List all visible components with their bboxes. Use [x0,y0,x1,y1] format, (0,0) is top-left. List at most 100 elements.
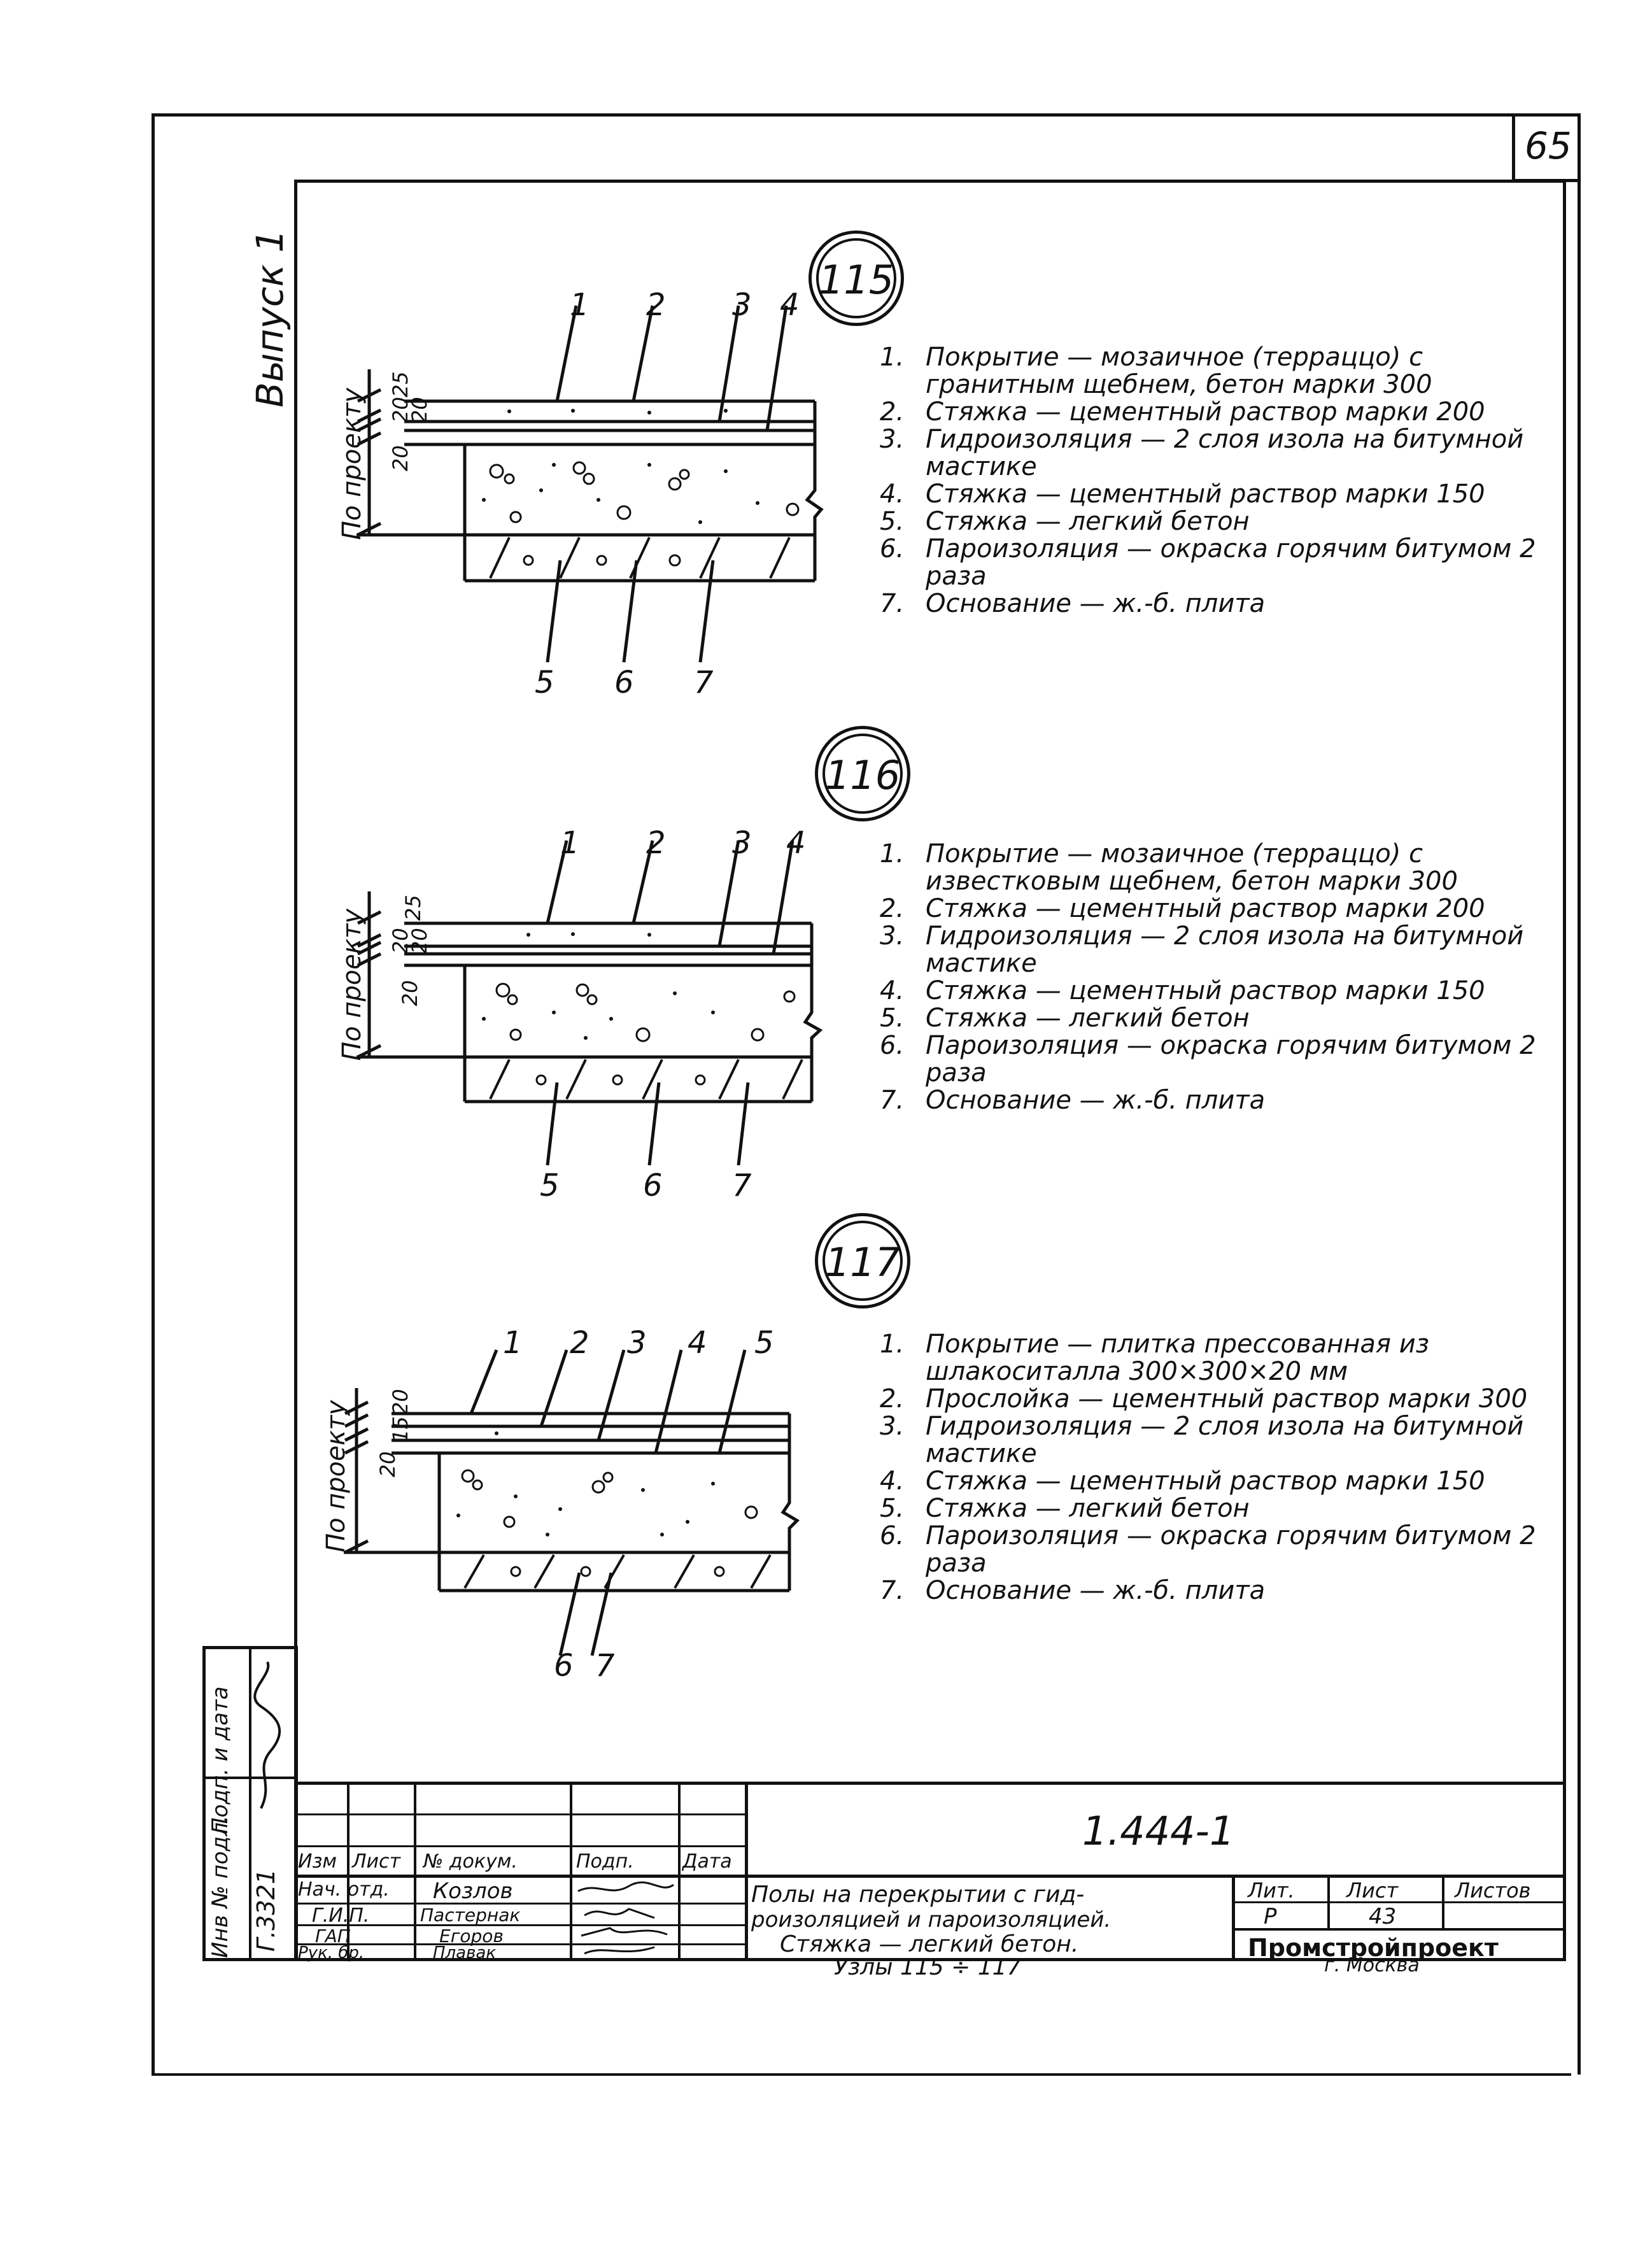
tb-lit-value: Р [1264,1904,1277,1929]
tb-signer-role: ГАП [315,1926,351,1947]
side-stamp [202,1646,298,1961]
detail-115-callout-2: 2 [646,287,666,323]
tb-org-line1: Промстройпроект [1248,1934,1499,1962]
legend-item: 6.Пароизоляция — окраска горячим битумом… [880,1031,1536,1088]
legend-item: 6.Пароизоляция — окраска горячим битумом… [880,1521,1536,1578]
tb-col-date: Дата [682,1850,732,1873]
tb-col-izm: Изм [298,1850,337,1873]
side-stamp-inv-label: Инв № подл. [208,1815,233,1958]
legend-item: 7.Основание — ж.-б. плита [880,1576,1266,1605]
detail-115-thickness-label: По проекту [337,387,367,540]
detail-117-dim-2: 15 [388,1416,413,1442]
detail-115-marker: 115 [808,231,904,326]
detail-116-callout-7: 7 [732,1168,752,1203]
detail-115-callout-4: 4 [780,287,800,323]
tb-col-doc: № докум. [423,1850,518,1873]
tb-title-line1: Полы на перекрытии с гид- [751,1882,1085,1908]
legend-item: 4.Стяжка — цементный раствор марки 150 [880,976,1485,1005]
detail-116-callout-4: 4 [786,825,806,861]
tb-designation: 1.444-1 [1082,1808,1235,1854]
tb-signer-role: Нач. отд. [298,1878,390,1901]
detail-116-number: 116 [824,752,901,798]
detail-117-callout-1: 1 [503,1325,523,1361]
crop-line-bottom [152,2073,1571,2076]
tb-vline [1442,1875,1444,1929]
legend-item: 3.Гидроизоляция — 2 слоя изола на битумн… [880,1412,1524,1468]
detail-115-section [357,305,824,663]
detail-117-marker: 117 [815,1213,910,1309]
tb-title-line2: роизоляцией и пароизоляцией. [751,1907,1112,1933]
tb-vline [347,1782,349,1961]
detail-115-callout-7: 7 [694,665,714,700]
legend-item: 1.Покрытие — мозаичное (терраццо) с гран… [880,343,1432,399]
legend-item: 2.Стяжка — цементный раствор марки 200 [880,894,1485,923]
tb-hline [294,1903,746,1905]
detail-116-dim-3: 20 [407,928,432,954]
detail-116-callout-1: 1 [560,825,580,861]
crop-line-left [152,113,155,2075]
tb-hline [294,1924,746,1926]
legend-item: 7.Основание — ж.-б. плита [880,589,1266,618]
detail-117-callout-7: 7 [595,1648,615,1684]
tb-sheet-value: 43 [1369,1904,1397,1929]
detail-115-legend: 1.Покрытие — мозаичное (терраццо) с гран… [880,344,1548,618]
detail-115-callout-1: 1 [570,287,589,323]
tb-vline [1327,1875,1330,1929]
detail-116-dim-4: 20 [398,980,422,1006]
side-stamp-divider [249,1649,251,1958]
detail-116-callout-5: 5 [540,1168,560,1203]
detail-117-callout-2: 2 [570,1325,589,1361]
legend-item: 4.Стяжка — цементный раствор марки 150 [880,479,1485,509]
detail-116-callout-6: 6 [643,1168,663,1203]
legend-item: 5.Стяжка — легкий бетон [880,507,1250,536]
side-stamp-inv-value: Г.3321 [252,1869,280,1952]
detail-117-callout-6: 6 [554,1648,574,1684]
detail-117-dim-3: 20 [376,1451,400,1477]
page-number: 65 [1525,124,1572,167]
legend-item: 5.Стяжка — легкий бетон [880,1004,1250,1033]
detail-117-legend: 1.Покрытие — плитка прессованная из шлак… [880,1331,1548,1605]
tb-lit-label: Лит. [1248,1878,1295,1903]
tb-hline [294,1845,746,1847]
tb-vline [570,1782,572,1961]
tb-hline [294,1875,746,1878]
detail-115-callout-6: 6 [614,665,634,700]
detail-115-dim-4: 20 [388,445,413,471]
tb-sheet-label: Лист [1346,1878,1399,1903]
crop-line-top [152,113,1581,117]
title-block [294,1782,1566,1961]
detail-116-callout-2: 2 [646,825,666,861]
detail-117-callout-4: 4 [688,1325,707,1361]
tb-title-line4: Узлы 115 ÷ 117 [834,1954,1022,1980]
vypusk-label: Выпуск 1 [248,229,292,408]
tb-hline [745,1875,1566,1878]
tb-hline [1232,1901,1566,1903]
detail-117-section [344,1349,800,1656]
tb-signer-name: Плавак [433,1943,497,1962]
detail-117-callout-3: 3 [627,1325,647,1361]
detail-115-callout-5: 5 [535,665,554,700]
detail-116-dim-1: 25 [401,895,425,921]
tb-vline [678,1782,681,1961]
detail-117-number: 117 [824,1239,901,1286]
legend-item: 6.Пароизоляция — окраска горячим битумом… [880,534,1536,591]
tb-hline [294,1813,746,1815]
tb-sheets-label: Листов [1455,1878,1531,1903]
detail-116-callout-3: 3 [732,825,752,861]
tb-hline [294,1943,746,1945]
detail-116-section [357,840,823,1166]
legend-item: 7.Основание — ж.-б. плита [880,1086,1266,1115]
side-stamp-divider-h [206,1777,295,1779]
detail-115-dim-3: 20 [407,397,432,423]
tb-signer-role: Рук. бр. [298,1943,365,1962]
tb-vline [1232,1875,1235,1961]
detail-115-number: 115 [818,257,894,303]
tb-signer-role: Г.И.П. [312,1905,370,1927]
legend-item: 5.Стяжка — легкий бетон [880,1494,1250,1523]
tb-signer-name: Пастернак [420,1905,521,1926]
legend-item: 3.Гидроизоляция — 2 слоя изола на битумн… [880,425,1524,481]
tb-title-line3: Стяжка — легкий бетон. [780,1931,1079,1957]
legend-item: 2.Прослойка — цементный раствор марки 30… [880,1384,1528,1414]
drawing-frame [294,180,1566,1961]
tb-col-sign: Подп. [576,1850,634,1873]
